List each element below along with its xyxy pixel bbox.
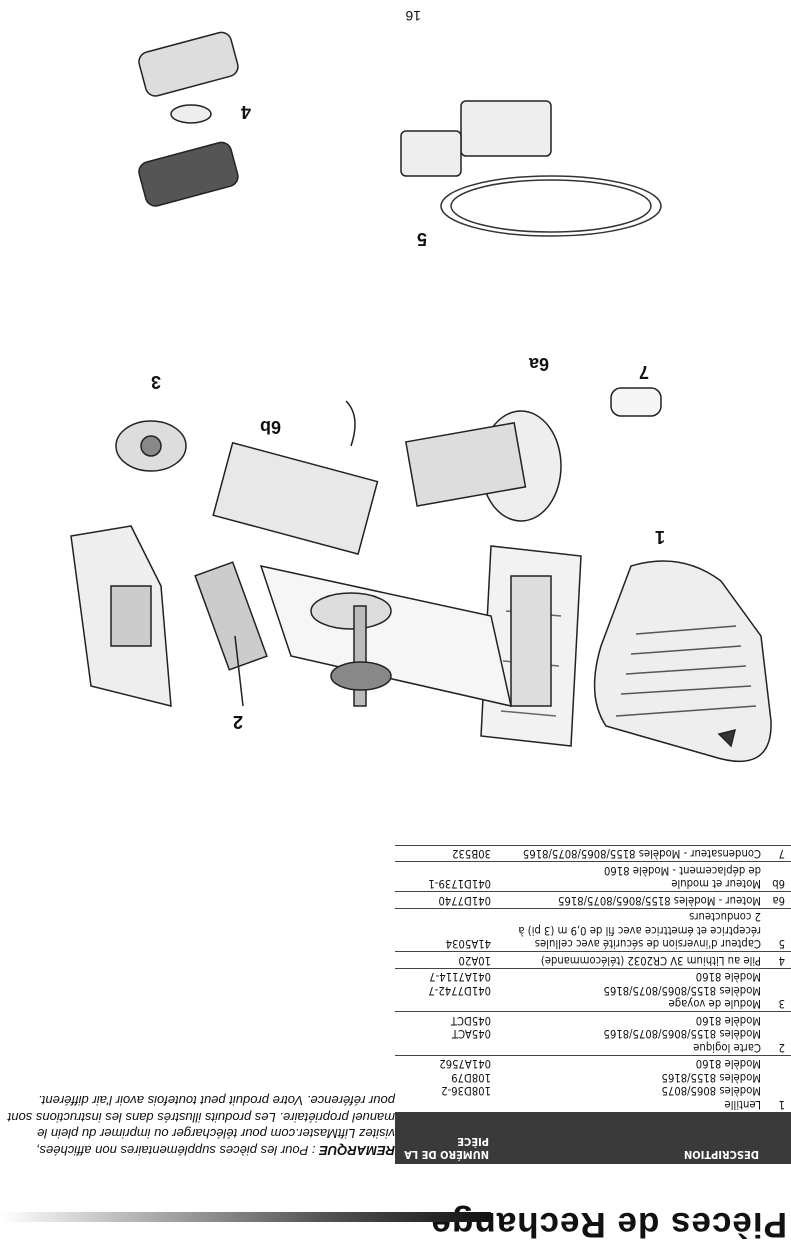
item-description: Moteur - Modèles 8155/8065/8075/8165 [495, 892, 765, 909]
description-line: Carte logique [693, 1041, 761, 1054]
item-part-number: 10A20 [395, 952, 495, 969]
note-block: REMARQUE : Pour les pièces supplémentair… [5, 1092, 395, 1159]
col-part-number: NUMÉRO DE LA PIÈCE [395, 1112, 495, 1164]
table-row: 6a Moteur - Modèles 8155/8065/8075/8165 04… [395, 892, 791, 909]
item-number: 6a [765, 892, 791, 909]
motor-6a-figure [404, 410, 562, 522]
table-row: 7 Condensateur - Modèles 8155/8065/8075/8… [395, 845, 791, 862]
description-line: réceptrice et émettrice avec fil de 0,9 … [518, 924, 761, 937]
part-number-line [399, 1098, 491, 1112]
callout-1: 1 [655, 527, 665, 547]
mounting-plate-figure [259, 564, 512, 707]
parts-illustration: 1 2 [70, 31, 772, 763]
description-line: 2 conducteurs [689, 910, 761, 924]
description-line: Modèles 8155/8165 [661, 1071, 761, 1084]
item-part-number: 30B532 [395, 845, 495, 862]
part-number-line [399, 1041, 491, 1055]
description-line: Modèles 8155/8065/8075/8165 [603, 984, 761, 997]
item-number: 5 [765, 908, 791, 952]
item-description: Pile au Lithium 3V CR2032 (télécommande) [495, 952, 765, 969]
part-number-line: 041D7740 [438, 894, 491, 907]
description-line: Modèle 8160 [695, 1014, 761, 1027]
item-number: 7 [765, 845, 791, 862]
item-description: Capteur d'inversion de sécurité avec cel… [495, 908, 765, 952]
item-part-number: 41A5034 [395, 908, 495, 952]
page-title: Pièces de Rechange [430, 1205, 788, 1244]
part-number-line: 30B532 [452, 847, 491, 861]
page-number: 16 [405, 8, 421, 24]
part-number-line: 108D79 [451, 1071, 491, 1084]
item-part-number: 041D1739-1 [395, 862, 495, 892]
part-number-line [399, 910, 491, 924]
part-number-line: 108D36-2 [441, 1084, 491, 1098]
page-header: Pièces de Rechange [0, 1190, 791, 1246]
part-number-line [399, 997, 491, 1011]
description-line: Capteur d'inversion de sécurité avec cel… [534, 937, 761, 951]
description-line: Modèles 8155/8065/8075/8165 [603, 1027, 761, 1041]
part-number-line [399, 924, 491, 938]
part-number-line: 041D7742-7 [428, 984, 491, 997]
travel-module-figure [115, 420, 187, 472]
part-number-line: 045ACT [451, 1027, 491, 1041]
end-panel-figure [70, 525, 172, 707]
description-line: Pile au Lithium 3V CR2032 (télécommande) [540, 954, 761, 967]
callout-6b: 6b [260, 417, 281, 437]
part-number-line: 41A5034 [445, 937, 491, 951]
callout-6a: 6a [528, 354, 549, 374]
item-number: 3 [765, 968, 791, 1012]
remote-control-figure [138, 31, 239, 207]
item-number: 1 [765, 1055, 791, 1112]
callout-3: 3 [151, 372, 161, 392]
callout-5: 5 [417, 229, 427, 249]
callout-2: 2 [233, 712, 243, 732]
safety-sensors-figure [400, 100, 662, 237]
lens-cover-figure [593, 560, 772, 763]
callout-4: 4 [241, 102, 251, 122]
callout-7: 7 [639, 362, 649, 382]
item-number: 2 [765, 1012, 791, 1056]
parts-table-header: DESCRIPTION NUMÉRO DE LA PIÈCE [395, 1112, 791, 1164]
item-number: 4 [765, 952, 791, 969]
note-label: REMARQUE [319, 1143, 395, 1158]
logic-board-figure [194, 561, 268, 707]
title-rule [1, 1212, 491, 1222]
capacitor-figure [610, 387, 662, 417]
motor-6b-figure [212, 400, 379, 555]
description-line: Modèles 8065/8075 [661, 1084, 761, 1098]
item-description: Condensateur - Modèles 8155/8065/8075/81… [495, 845, 765, 862]
part-number-line: 041D1739-1 [428, 877, 491, 891]
table-row: 4 Pile au Lithium 3V CR2032 (télécommande… [395, 952, 791, 969]
description-line: Modèle 8160 [695, 1057, 761, 1071]
description-line: Condensateur - Modèles 8155/8065/8075/81… [522, 847, 761, 861]
part-number-line: 045DCT [450, 1014, 491, 1027]
item-part-number: 041D7740 [395, 892, 495, 909]
description-line: Moteur - Modèles 8155/8065/8075/8165 [558, 894, 761, 907]
part-number-line: 041A7562 [439, 1057, 491, 1071]
description-line: Lentille [724, 1098, 761, 1111]
description-line: Modèle 8160 [695, 970, 761, 984]
part-number-line [399, 864, 491, 878]
description-line: Moteur et module [671, 877, 761, 891]
col-description: DESCRIPTION [495, 1112, 765, 1164]
description-line: Module de voyage [668, 997, 761, 1011]
item-number: 6b [765, 862, 791, 892]
part-number-line: 10A20 [458, 954, 492, 967]
description-line: de déplacement - Modèle 8160 [603, 864, 761, 877]
part-number-line: 041A7114-7 [429, 970, 491, 984]
